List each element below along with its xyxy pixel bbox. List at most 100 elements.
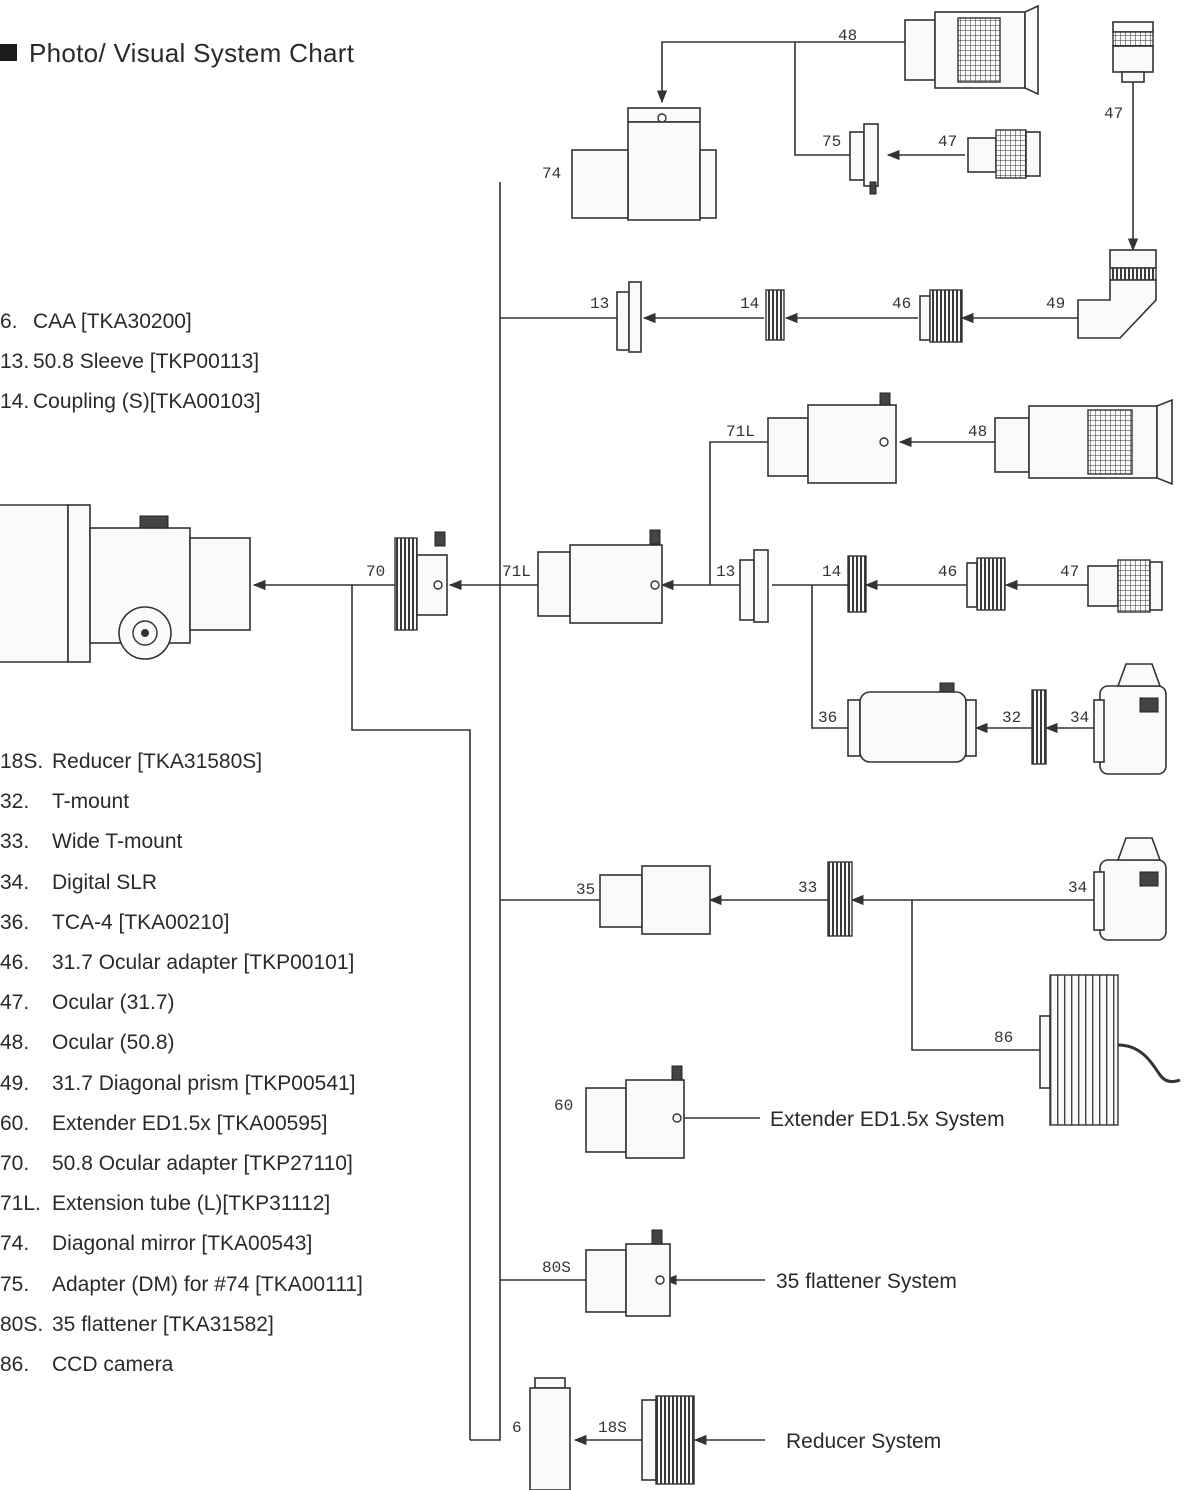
ocular-47c-barrel	[1088, 566, 1118, 606]
prism-housing	[1078, 280, 1156, 338]
part-49-diagonal-prism	[1078, 250, 1156, 338]
adapter-75-ring	[850, 132, 864, 180]
part-60-extender	[586, 1066, 684, 1158]
adapter-35-front	[600, 875, 642, 927]
label-47: 47	[938, 133, 957, 151]
caa-body	[530, 1388, 570, 1490]
ocular-48b-barrel	[995, 418, 1029, 472]
reducer-18S-grip	[656, 1396, 694, 1484]
ocular-48a-grip	[958, 18, 1000, 82]
part-48-ocular-middle	[995, 400, 1172, 484]
part-48-ocular-top	[905, 6, 1038, 94]
label-48: 48	[838, 27, 857, 45]
mirror-sleeve	[700, 150, 716, 218]
ocular-47a-grip	[1113, 32, 1153, 46]
branch-to-36	[812, 585, 848, 728]
mirror-port-icon	[658, 114, 666, 122]
adapter-46a-grip	[930, 290, 962, 342]
part-33-wide-t-mount	[828, 862, 852, 936]
part-13-sleeve-middle	[740, 550, 768, 622]
ocular-48b-grip	[1088, 410, 1132, 474]
part-86-ccd-camera	[1040, 975, 1180, 1125]
label-60: 60	[554, 1097, 573, 1115]
part-71L-extension-tube-middle	[538, 530, 662, 623]
extender-system-label: Extender ED1.5x System	[770, 1108, 1005, 1131]
tca4-body	[860, 692, 966, 762]
flattener-system-label: 35 flattener System	[776, 1270, 957, 1293]
label-13: 13	[590, 295, 609, 313]
label-14: 14	[740, 295, 759, 313]
adapter-70-grip	[395, 538, 417, 630]
tca4-front	[848, 700, 860, 756]
adapter-35-body	[642, 866, 710, 934]
main-trunk-line	[470, 182, 500, 1440]
slr-34a-prism	[1118, 664, 1160, 686]
part-6-caa	[530, 1378, 570, 1490]
arrow-48a-to-74	[662, 42, 905, 102]
adapter-75-screw-icon	[870, 182, 876, 194]
part-47-ocular-vertical	[1113, 22, 1153, 82]
mirror-barrel	[572, 150, 628, 218]
part-number-labels: 48 47 75 47 74 13 14 46 49 71L 48 70 71L…	[366, 27, 1123, 1437]
adapter-75-flange	[864, 124, 878, 186]
sleeve-13a-flange	[617, 292, 629, 350]
flattener-80S-port-icon	[656, 1276, 664, 1284]
slr-34a-mount	[1094, 700, 1104, 762]
ocular-48a-eyecup	[1025, 6, 1038, 94]
left-branch-line	[352, 585, 470, 1440]
label-71L: 71L	[726, 423, 755, 441]
ocular-48b-eyecup	[1157, 400, 1172, 484]
ocular-47a-barrel	[1122, 72, 1144, 82]
label-74: 74	[542, 165, 561, 183]
label-49: 49	[1046, 295, 1065, 313]
slr-34b-mount	[1094, 872, 1104, 930]
caa-cap	[535, 1378, 565, 1388]
prism-knurl-ring	[1110, 268, 1156, 280]
adapter-46b-grip	[977, 558, 1005, 610]
ocular-47c-eyecup	[1150, 562, 1162, 610]
extender-60-barrel	[586, 1088, 626, 1152]
telescope-flange	[68, 505, 90, 662]
label-13: 13	[716, 563, 735, 581]
reducer-system-label: Reducer System	[786, 1430, 941, 1453]
part-71L-extension-tube-top	[768, 393, 896, 483]
tube-71La-screw-icon	[880, 393, 890, 405]
slr-34b-prism	[1118, 838, 1160, 860]
extender-60-screw-icon	[672, 1066, 682, 1080]
slr-34a-dial-icon	[1140, 698, 1158, 712]
tube-71Lb-port-icon	[651, 581, 659, 589]
slr-34b-dial-icon	[1140, 872, 1158, 886]
ocular-47b-grip	[996, 130, 1026, 178]
flattener-80S-screw-icon	[652, 1230, 662, 1244]
branch-to-86	[912, 900, 1040, 1050]
ocular-48a-barrel	[905, 20, 935, 80]
adapter-70-port-icon	[434, 581, 442, 589]
ocular-47b-eyecup	[1026, 132, 1040, 176]
ccd-front-plate	[1040, 1016, 1050, 1088]
tube-71Lb-barrel	[538, 552, 570, 616]
adapter-46b-collar	[967, 563, 977, 607]
label-46: 46	[892, 295, 911, 313]
part-35-wide-adapter	[600, 866, 710, 934]
part-34-digital-slr-top	[1094, 664, 1166, 774]
sleeve-13b-flange	[740, 560, 754, 620]
label-33: 33	[798, 879, 817, 897]
label-34: 34	[1070, 709, 1089, 727]
extender-60-port-icon	[673, 1114, 681, 1122]
part-34-digital-slr-bottom	[1094, 838, 1166, 940]
label-80S: 80S	[542, 1259, 571, 1277]
mirror-body	[628, 122, 700, 220]
part-14-coupling-top	[766, 290, 784, 340]
ocular-47a-body	[1113, 46, 1153, 72]
part-70-ocular-adapter	[395, 532, 447, 630]
ocular-47b-barrel	[968, 138, 996, 172]
ocular-47a-cap	[1113, 22, 1153, 32]
part-13-sleeve-top	[617, 282, 641, 352]
telescope-focuser	[0, 505, 250, 662]
tca4-rear	[966, 700, 976, 756]
part-46-ocular-adapter-middle	[967, 558, 1005, 610]
part-46-ocular-adapter-top	[920, 290, 962, 342]
label-46: 46	[938, 563, 957, 581]
part-18S-reducer	[642, 1396, 694, 1484]
